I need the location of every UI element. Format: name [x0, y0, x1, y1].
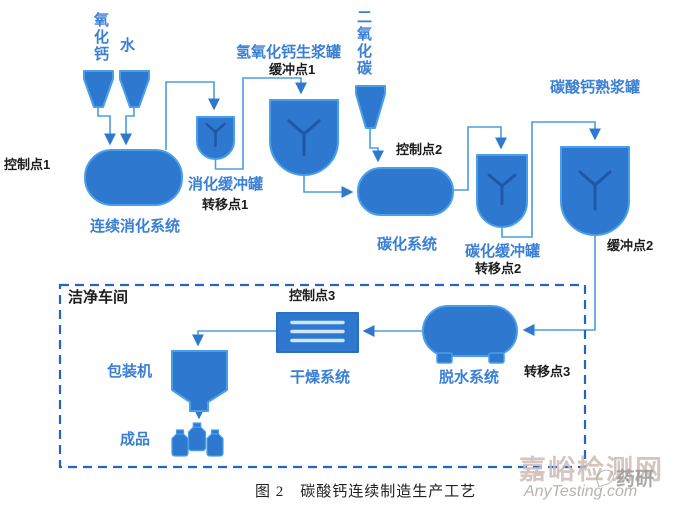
label-packing-machine: 包装机 — [107, 363, 153, 380]
agitator-icon — [487, 173, 517, 206]
packing-hopper — [171, 350, 228, 412]
connector-digestion-to-buffer — [165, 81, 220, 150]
label-carbon-dioxide: 二氧化碳 — [355, 9, 372, 77]
connector-cao-to-digestion — [97, 107, 116, 146]
clean-room-boundary — [58, 283, 587, 469]
label-calcium-oxide: 氧化钙 — [92, 12, 109, 63]
watermark-site-url: AnyTesting.com — [524, 483, 638, 500]
label-dewatering-system: 脱水系统 — [439, 369, 500, 386]
tank-foot — [488, 352, 505, 364]
label-buffer-point-2: 缓冲点2 — [607, 238, 654, 253]
watermark-logo-text: 药研 — [616, 469, 655, 490]
label-continuous-digestion-system: 连续消化系统 — [90, 218, 181, 235]
connector-mature-to-dewater — [522, 235, 596, 336]
watermark-swirl-icon — [594, 467, 616, 488]
tank-carbonization — [357, 167, 454, 216]
label-control-point-3: 控制点3 — [289, 288, 336, 303]
label-water: 水 — [120, 37, 136, 54]
label-clean-workshop: 洁净车间 — [68, 289, 129, 306]
label-lime-raw-slurry-tank: 氢氧化钙生浆罐 — [236, 44, 342, 61]
connector-water-to-digestion — [120, 107, 135, 146]
hopper-calcium-oxide — [83, 70, 114, 108]
connector-carbonization-to-buffer — [453, 126, 507, 191]
label-transfer-point-3: 转移点3 — [524, 364, 571, 379]
label-control-point-1: 控制点1 — [4, 157, 51, 172]
tank-continuous-digestion — [84, 149, 183, 206]
connector-co2-to-carbonization — [369, 128, 384, 163]
label-transfer-point-1: 转移点1 — [202, 197, 249, 212]
hopper-carbon-dioxide — [355, 85, 386, 129]
product-bottles-icon — [171, 422, 224, 457]
label-carbonization-system: 碳化系统 — [377, 236, 438, 253]
label-transfer-point-2: 转移点2 — [475, 261, 522, 276]
agitator-icon — [205, 122, 226, 148]
hopper-water — [119, 70, 150, 108]
label-finished-product: 成品 — [120, 431, 151, 448]
label-buffer-point-1: 缓冲点1 — [269, 62, 316, 77]
dryer-coils-icon — [290, 320, 345, 343]
figure-caption: 图 2 碳酸钙连续制造生产工艺 — [255, 484, 477, 500]
watermark-logo: 药研 — [594, 464, 655, 491]
label-control-point-2: 控制点2 — [396, 142, 443, 157]
tank-dewatering — [422, 305, 518, 357]
agitator-icon — [578, 170, 612, 211]
connector-dryer-to-packer — [192, 330, 277, 347]
watermark-site-name: 嘉峪检测网 — [519, 455, 664, 485]
connector-slurry-to-carbonization — [303, 175, 354, 198]
label-carbonization-buffer-tank: 碳化缓冲罐 — [465, 243, 541, 260]
connector-buffer-to-mature-tank — [501, 121, 601, 238]
label-drying-system: 干燥系统 — [290, 369, 351, 386]
agitator-icon — [287, 119, 321, 157]
connector-buffer-to-slurry-tank — [214, 77, 307, 170]
tank-foot — [436, 352, 453, 364]
label-mature-slurry-tank: 碳酸钙熟浆罐 — [550, 79, 641, 96]
label-digestion-buffer-tank: 消化缓冲罐 — [188, 176, 264, 193]
